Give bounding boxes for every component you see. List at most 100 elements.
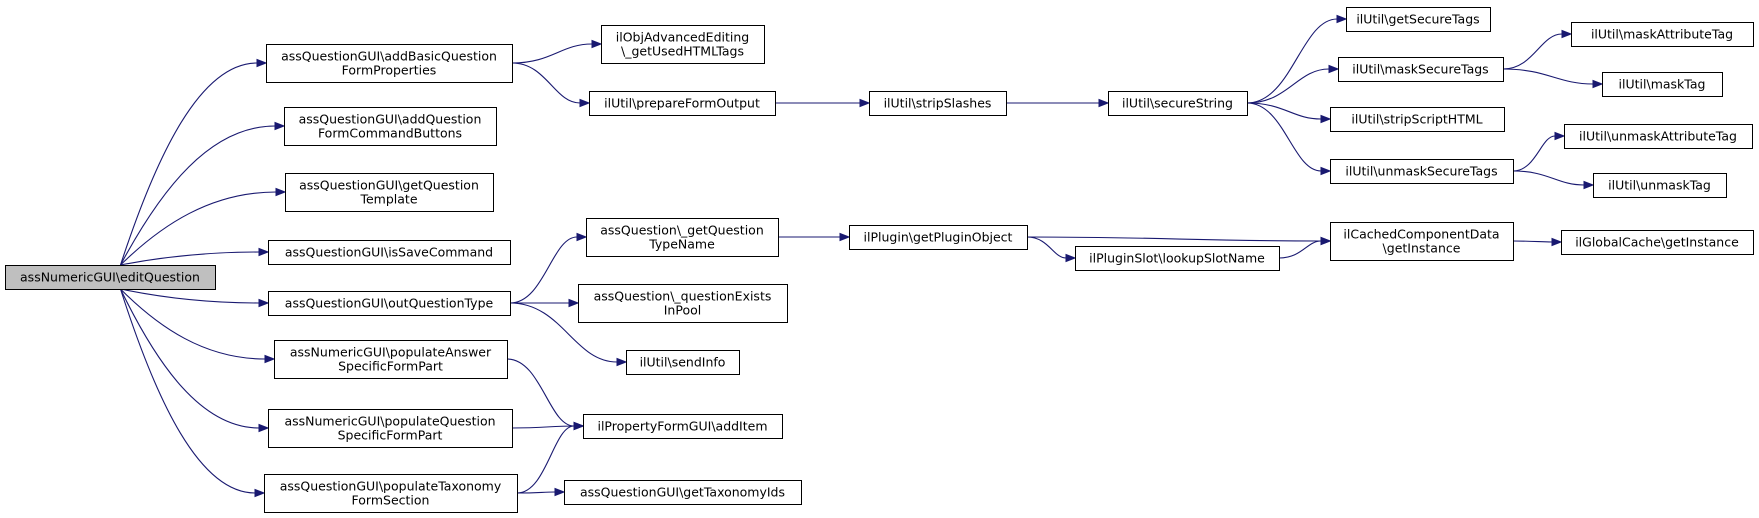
node-popAnswer[interactable]: assNumericGUI\populateAnswerSpecificForm…	[274, 340, 508, 379]
node-lookup[interactable]: ilPluginSlot\lookupSlotName	[1075, 246, 1280, 271]
node-box[interactable]	[1075, 246, 1280, 271]
node-box[interactable]	[268, 409, 513, 448]
node-strip[interactable]: ilUtil\stripSlashes	[869, 91, 1007, 116]
node-box[interactable]	[578, 284, 788, 323]
node-maskSec[interactable]: ilUtil\maskSecureTags	[1338, 57, 1504, 82]
node-label: FormSection	[352, 493, 430, 508]
node-getSecTags[interactable]: ilUtil\getSecureTags	[1346, 7, 1491, 32]
node-addItem[interactable]: ilPropertyFormGUI\addItem	[583, 414, 783, 439]
node-addBasic[interactable]: assQuestionGUI\addBasicQuestionFormPrope…	[266, 44, 513, 83]
node-label: Template	[359, 192, 417, 207]
node-label: ilUtil\stripSlashes	[884, 96, 992, 111]
node-box[interactable]	[601, 25, 765, 64]
edge-cached-to-globalCache	[1512, 240, 1553, 243]
edge-unmaskSec-to-unmaskTag	[1512, 170, 1585, 186]
node-root[interactable]: assNumericGUI\editQuestion	[5, 265, 216, 290]
arrowhead-cached-to-globalCache	[1551, 237, 1563, 247]
arrowhead-root-to-addBasic	[256, 58, 268, 68]
arrowhead-root-to-outType	[258, 298, 270, 308]
edge-popQuestion-to-addItem	[511, 425, 575, 429]
node-label: assQuestion\_questionExists	[594, 289, 772, 304]
node-box[interactable]	[849, 225, 1028, 250]
node-globalCache[interactable]: ilGlobalCache\getInstance	[1561, 230, 1754, 255]
node-label: ilUtil\unmaskSecureTags	[1345, 164, 1497, 179]
node-box[interactable]	[1330, 159, 1514, 184]
node-unmaskTag[interactable]: ilUtil\unmaskTag	[1593, 173, 1727, 198]
node-box[interactable]	[1108, 91, 1248, 116]
arrowhead-secStr-to-unmaskSec	[1320, 166, 1332, 176]
node-box[interactable]	[564, 480, 802, 505]
node-box[interactable]	[589, 91, 776, 116]
edge-addBasic-to-prepOut	[511, 62, 581, 104]
node-label: assQuestionGUI\populateTaxonomy	[280, 479, 502, 494]
node-taxIds[interactable]: assQuestionGUI\getTaxonomyIds	[564, 480, 802, 505]
node-label: ilUtil\getSecureTags	[1356, 12, 1479, 27]
node-label: ilUtil\maskTag	[1619, 77, 1706, 92]
node-usedHtml[interactable]: ilObjAdvancedEditing\_getUsedHTMLTags	[601, 25, 765, 64]
arrowhead-secStr-to-maskSec	[1328, 64, 1340, 74]
node-popQuestion[interactable]: assNumericGUI\populateQuestionSpecificFo…	[268, 409, 513, 448]
node-stripScript[interactable]: ilUtil\stripScriptHTML	[1330, 107, 1505, 132]
node-unmaskSec[interactable]: ilUtil\unmaskSecureTags	[1330, 159, 1514, 184]
node-outType[interactable]: assQuestionGUI\outQuestionType	[268, 291, 511, 316]
node-box[interactable]	[1346, 7, 1491, 32]
node-maskTag[interactable]: ilUtil\maskTag	[1602, 72, 1723, 97]
edge-root-to-getTpl	[120, 191, 277, 266]
node-box[interactable]	[586, 218, 779, 257]
node-box[interactable]	[626, 350, 740, 375]
edge-secStr-to-unmaskSec	[1246, 102, 1322, 172]
node-box[interactable]	[1593, 173, 1727, 198]
node-label: ilPlugin\getPluginObject	[864, 230, 1013, 245]
node-box[interactable]	[284, 107, 497, 146]
node-isSave[interactable]: assQuestionGUI\isSaveCommand	[268, 240, 511, 265]
node-label: ilGlobalCache\getInstance	[1575, 235, 1739, 250]
node-label: ilUtil\prepareFormOutput	[604, 96, 760, 111]
node-label: ilUtil\maskAttributeTag	[1591, 27, 1733, 42]
node-unmaskAttr[interactable]: ilUtil\unmaskAttributeTag	[1564, 124, 1753, 149]
node-box[interactable]	[268, 291, 511, 316]
edge-root-to-popQuestion	[120, 288, 260, 429]
node-box[interactable]	[1561, 230, 1754, 255]
arrowhead-outType-to-sendInfo	[616, 357, 628, 367]
arrowhead-strip-to-secStr	[1098, 98, 1110, 108]
node-box[interactable]	[5, 265, 216, 290]
node-box[interactable]	[285, 173, 494, 212]
node-label: assQuestionGUI\getTaxonomyIds	[580, 485, 785, 500]
node-popTax[interactable]: assQuestionGUI\populateTaxonomyFormSecti…	[264, 474, 518, 513]
node-label: ilUtil\unmaskAttributeTag	[1579, 129, 1737, 144]
edge-popAnswer-to-addItem	[506, 358, 575, 427]
node-secStr[interactable]: ilUtil\secureString	[1108, 91, 1248, 116]
node-box[interactable]	[1571, 22, 1754, 47]
node-label: assQuestionGUI\addBasicQuestion	[281, 49, 497, 64]
node-box[interactable]	[1338, 57, 1504, 82]
edge-popTax-to-addItem	[516, 425, 575, 494]
arrowhead-root-to-isSave	[258, 247, 270, 257]
node-getPlugin[interactable]: ilPlugin\getPluginObject	[849, 225, 1028, 250]
node-box[interactable]	[583, 414, 783, 439]
node-box[interactable]	[869, 91, 1007, 116]
node-cached[interactable]: ilCachedComponentData\getInstance	[1330, 222, 1514, 261]
node-label: ilUtil\secureString	[1122, 96, 1233, 111]
node-label: assNumericGUI\populateQuestion	[284, 414, 495, 429]
node-label: ilUtil\maskSecureTags	[1352, 62, 1488, 77]
node-box[interactable]	[1564, 124, 1753, 149]
node-box[interactable]	[274, 340, 508, 379]
node-box[interactable]	[1330, 107, 1505, 132]
node-box[interactable]	[1330, 222, 1514, 261]
nodes-layer: assNumericGUI\editQuestion assQuestionGUI…	[5, 7, 1754, 513]
arrowhead-popTax-to-taxIds	[554, 487, 566, 497]
node-label: assQuestionGUI\getQuestion	[299, 178, 479, 193]
node-sendInfo[interactable]: ilUtil\sendInfo	[626, 350, 740, 375]
node-addCmd[interactable]: assQuestionGUI\addQuestionFormCommandBut…	[284, 107, 497, 146]
node-prepOut[interactable]: ilUtil\prepareFormOutput	[589, 91, 776, 116]
node-maskAttr[interactable]: ilUtil\maskAttributeTag	[1571, 22, 1754, 47]
node-box[interactable]	[266, 44, 513, 83]
node-box[interactable]	[268, 240, 511, 265]
node-box[interactable]	[1602, 72, 1723, 97]
node-label: assQuestion\_getQuestion	[600, 223, 764, 238]
node-box[interactable]	[264, 474, 518, 513]
